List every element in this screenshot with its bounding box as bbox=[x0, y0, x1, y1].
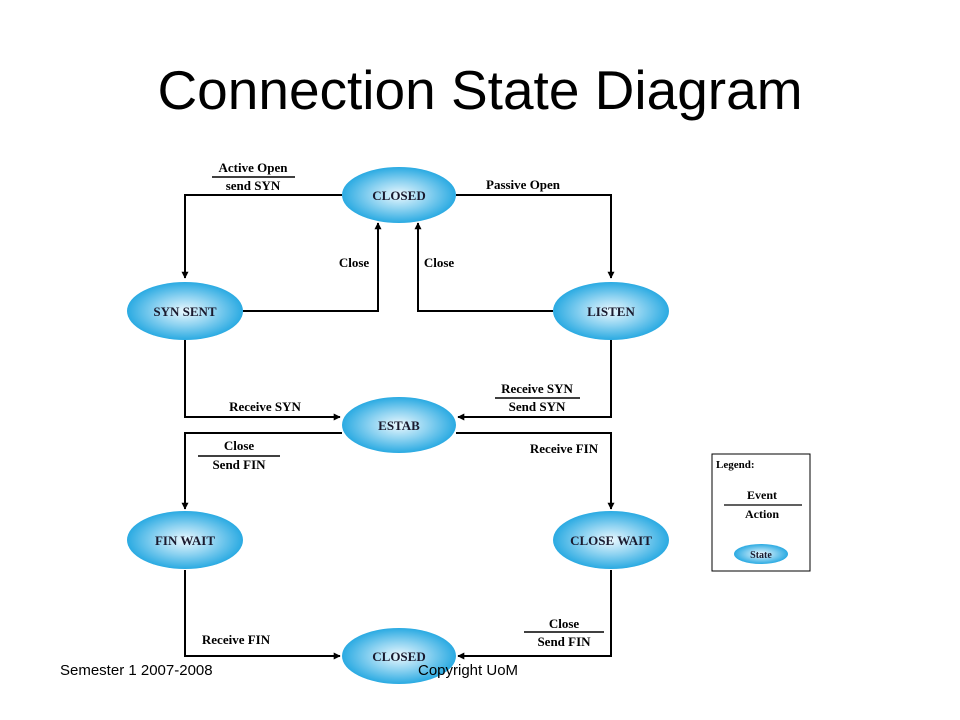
edge-listen-to-closed bbox=[414, 222, 553, 312]
state-close-wait-label: CLOSE WAIT bbox=[570, 533, 652, 548]
edge-listen-to-estab bbox=[457, 340, 612, 421]
edge-fin-wait-to-closed bbox=[184, 570, 341, 660]
state-closed-bottom-label: CLOSED bbox=[372, 649, 425, 664]
label-syn-sent-close: Close bbox=[339, 255, 370, 270]
edge-close-wait-to-closed bbox=[457, 570, 612, 660]
slide-title: Connection State Diagram bbox=[157, 59, 803, 121]
edge-syn-sent-to-estab bbox=[184, 340, 341, 421]
legend-event: Event bbox=[747, 488, 777, 502]
edge-syn-sent-to-closed bbox=[243, 222, 382, 312]
edge-estab-to-close-wait bbox=[456, 432, 615, 510]
legend-state-swatch bbox=[734, 544, 788, 564]
edge-closed-to-syn-sent bbox=[181, 194, 342, 279]
state-closed-top: CLOSED bbox=[342, 167, 456, 223]
legend: Legend: Event Action State bbox=[711, 453, 811, 572]
label-listen-to-estab-event: Receive SYN bbox=[501, 381, 573, 396]
state-fin-wait: FIN WAIT bbox=[127, 511, 243, 569]
label-passive-open: Passive Open bbox=[486, 177, 561, 192]
label-estab-close-event: Close bbox=[224, 438, 255, 453]
edge-estab-to-fin-wait bbox=[181, 432, 342, 510]
state-listen: LISTEN bbox=[553, 282, 669, 340]
state-estab: ESTAB bbox=[342, 397, 456, 453]
label-estab-close-action: Send FIN bbox=[212, 457, 266, 472]
label-fin-wait-receive-fin: Receive FIN bbox=[202, 632, 271, 647]
legend-title: Legend: bbox=[716, 459, 755, 471]
label-close-wait-close-action: Send FIN bbox=[537, 634, 591, 649]
label-active-open-event: Active Open bbox=[219, 160, 289, 175]
label-close-wait-close-event: Close bbox=[549, 616, 580, 631]
legend-state: State bbox=[750, 550, 772, 561]
edge-closed-to-listen bbox=[456, 194, 615, 279]
state-syn-sent-label: SYN SENT bbox=[153, 304, 217, 319]
state-listen-label: LISTEN bbox=[587, 304, 635, 319]
state-closed-bottom: CLOSED bbox=[342, 628, 456, 684]
label-listen-close: Close bbox=[424, 255, 455, 270]
label-active-open-action: send SYN bbox=[226, 178, 281, 193]
legend-action: Action bbox=[745, 507, 779, 521]
footer-copyright: Copyright UoM bbox=[418, 662, 519, 679]
label-listen-to-estab-action: Send SYN bbox=[509, 399, 566, 414]
state-syn-sent: SYN SENT bbox=[127, 282, 243, 340]
label-estab-receive-fin: Receive FIN bbox=[530, 441, 599, 456]
state-close-wait: CLOSE WAIT bbox=[553, 511, 669, 569]
state-closed-top-label: CLOSED bbox=[372, 188, 425, 203]
state-estab-label: ESTAB bbox=[378, 418, 420, 433]
label-receive-syn: Receive SYN bbox=[229, 399, 301, 414]
footer-semester: Semester 1 2007-2008 bbox=[60, 662, 213, 679]
state-fin-wait-label: FIN WAIT bbox=[155, 533, 215, 548]
